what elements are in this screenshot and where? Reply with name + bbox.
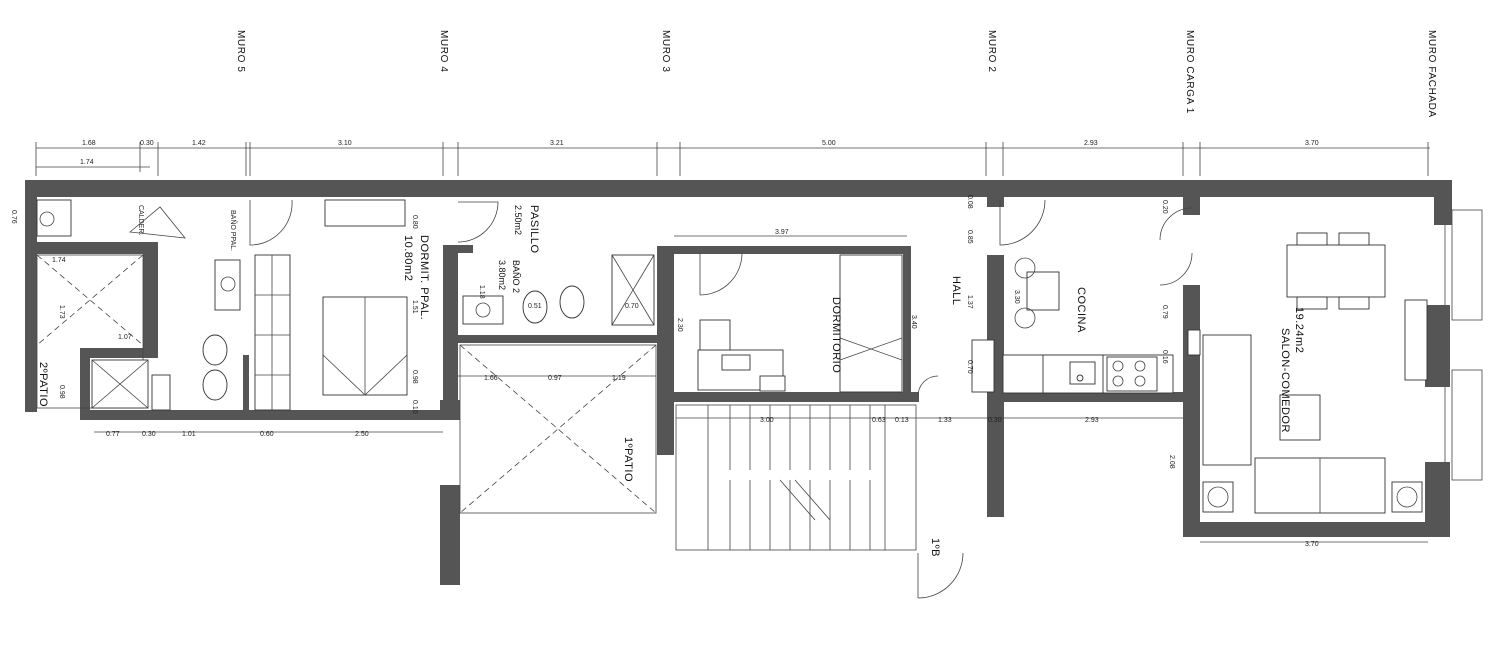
dim-bottom-10: 0.63 — [872, 417, 886, 424]
room-label-cocina: COCINA — [1075, 287, 1087, 333]
interior-dimensions: 3.97 0.76 1.74 1.73 1.07 0.98 0.80 1.51 … — [10, 195, 1175, 469]
dim-int-330: 3.30 — [1013, 290, 1020, 304]
room-label-dormit-ppal: DORMIT. PPAL. — [418, 235, 430, 320]
room-area-pasillo: 2.50m2 — [513, 205, 523, 235]
room-label-patio-2: 2ºPATIO — [37, 362, 49, 407]
facade-windows — [1444, 209, 1483, 481]
room-label-patio-1: 1ºPATIO — [622, 437, 634, 482]
dim-int-085: 0.85 — [966, 230, 973, 244]
dim-int-016: 0.16 — [1161, 350, 1168, 364]
room-area-bano-2: 3.80m2 — [497, 260, 507, 290]
room-label-bano-2: BAÑO 2 — [511, 260, 521, 293]
room-label-dormitorio: DORMITORIO — [830, 297, 842, 373]
dim-top-1: 1.68 — [82, 140, 96, 147]
dim-int-208: 2.08 — [1168, 455, 1175, 469]
wall-label-muro-4: MURO 4 — [438, 30, 449, 73]
dim-bottom-5: 2.50 — [355, 431, 369, 438]
dim-int-076: 0.76 — [10, 210, 17, 224]
wall-label-muro-5: MURO 5 — [235, 30, 246, 73]
dim-top-6: 5.00 — [822, 140, 836, 147]
dim-top-4: 3.10 — [338, 140, 352, 147]
dim-bottom-9: 3.00 — [760, 417, 774, 424]
dim-bottom-11: 0.13 — [895, 417, 909, 424]
dim-bottom-7: 0.97 — [548, 375, 562, 382]
room-label-bano-ppal: BAÑO PPAL. — [229, 210, 238, 251]
patio-2: 2ºPATIO — [36, 254, 144, 409]
dim-int-079: 0.79 — [1161, 305, 1168, 319]
dim-int-051: 0.51 — [528, 303, 542, 310]
dim-top-5: 3.21 — [550, 140, 564, 147]
room-label-hall: HALL — [950, 276, 962, 306]
dim-int-080: 0.80 — [411, 215, 418, 229]
dim-top-2: 0.30 — [140, 140, 154, 147]
wall-label-muro-3: MURO 3 — [660, 30, 671, 73]
dim-bottom-3: 1.01 — [182, 431, 196, 438]
dim-top-3: 1.42 — [192, 140, 206, 147]
room-label-calder: CALDER. — [137, 205, 144, 235]
dim-top-7: 2.93 — [1084, 140, 1098, 147]
dim-bottom-15: 3.70 — [1305, 541, 1319, 548]
walls — [25, 180, 1452, 585]
dim-int-173: 1.73 — [58, 305, 65, 319]
room-area-salon: 19.24m2 — [1293, 307, 1305, 353]
doors — [129, 199, 1193, 599]
dim-top-9: 1.74 — [80, 159, 94, 166]
dim-int-107: 1.07 — [118, 334, 132, 341]
patio-1: 1ºPATIO — [459, 344, 657, 514]
dim-bottom-2: 0.30 — [142, 431, 156, 438]
wall-label-muro-carga-1: MURO CARGA 1 — [1184, 30, 1195, 114]
wall-label-muro-2: MURO 2 — [986, 30, 997, 73]
dim-int-151: 1.51 — [411, 300, 418, 314]
wall-label-muro-fachada: MURO FACHADA — [1426, 30, 1437, 118]
dim-int-098b: 0.98 — [411, 370, 418, 384]
dim-top-8: 3.70 — [1305, 140, 1319, 147]
fixtures — [36, 199, 1428, 514]
dim-int-070: 0.70 — [625, 303, 639, 310]
bottom-dimension-lines: 0.77 0.30 1.01 0.60 2.50 1.66 0.97 1.19 … — [94, 375, 1428, 548]
dim-bottom-1: 0.77 — [106, 431, 120, 438]
dim-int-020: 0.20 — [1161, 200, 1168, 214]
staircase — [675, 404, 917, 551]
dim-int-118: 1.18 — [478, 285, 485, 299]
dim-int-098: 0.98 — [58, 385, 65, 399]
dim-bottom-12: 1.33 — [938, 417, 952, 424]
dim-int-340: 3.40 — [910, 315, 917, 329]
room-labels: SALON-COMEDOR 19.24m2 COCINA HALL DORMIT… — [137, 205, 1305, 557]
dim-int-174: 1.74 — [52, 257, 66, 264]
dim-bottom-8: 1.19 — [612, 375, 626, 382]
dim-int-070b: 0.70 — [966, 360, 973, 374]
dim-bottom-14: 2.93 — [1085, 417, 1099, 424]
wall-labels: MURO 5 MURO 4 MURO 3 MURO 2 MURO CARGA 1… — [235, 30, 1437, 118]
dim-bottom-4: 0.60 — [260, 431, 274, 438]
dim-int-137: 1.37 — [966, 295, 973, 309]
dim-bottom-13: 0.30 — [988, 417, 1002, 424]
top-dimension-lines: 1.68 0.30 1.42 3.10 3.21 5.00 2.93 3.70 … — [35, 140, 1430, 176]
room-area-dormit-ppal: 10.80m2 — [402, 235, 414, 281]
room-label-unit-b: 1ºB — [929, 538, 941, 557]
dim-int-008: 0.08 — [966, 195, 973, 209]
dim-bottom-6: 1.66 — [484, 375, 498, 382]
dim-int-397: 3.97 — [775, 229, 789, 236]
room-label-salon: SALON-COMEDOR — [1279, 328, 1291, 433]
room-label-pasillo: PASILLO — [528, 205, 540, 254]
dim-int-010: 0.10 — [411, 400, 418, 414]
dim-int-230: 2.30 — [676, 318, 683, 332]
